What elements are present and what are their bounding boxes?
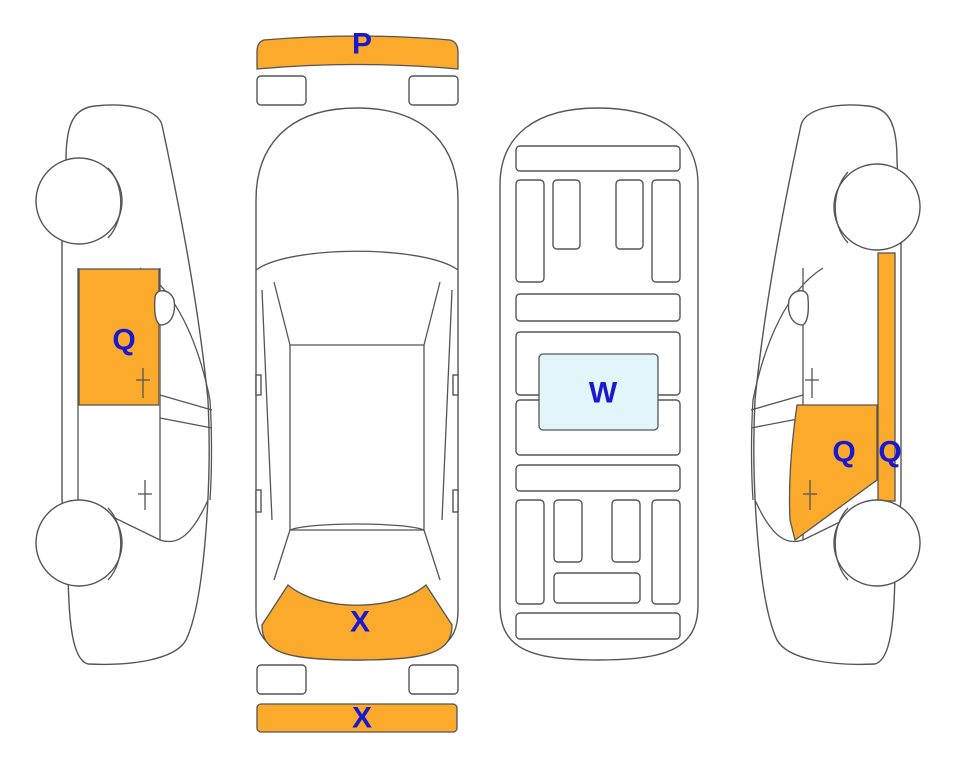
left-a-line: [261, 289, 273, 521]
top-view-body: [255, 107, 459, 661]
underbody-front-right-block: [615, 179, 644, 250]
roof-outline: [289, 345, 425, 531]
right-a-line: [441, 289, 453, 521]
underbody-cross-2: [515, 464, 681, 492]
left-rear-wheel-arch: [107, 167, 122, 239]
underbody-rear-left-rail: [515, 499, 545, 605]
left-rear-door-damage: [79, 269, 159, 405]
left-front-wheel: [35, 499, 123, 587]
left-front-wheel-arch: [107, 507, 122, 581]
underbody-view: W: [499, 107, 699, 661]
right-front-wheel-arch: [834, 171, 849, 244]
underbody-front-left-rail: [515, 179, 545, 283]
left-rear-wheel: [35, 157, 123, 245]
right-mirror-top: [452, 374, 459, 396]
underbody-rear-right-block: [611, 499, 641, 563]
left-rear-door-handle: [136, 368, 150, 398]
front-left-light: [256, 75, 307, 106]
rear-deck-damage: [261, 584, 453, 661]
right-side-beltline: [750, 394, 804, 411]
left-side-mirror: [153, 290, 176, 326]
rear-bumper-damage: [256, 703, 458, 733]
windshield: [273, 281, 441, 346]
underbody-rear-right-rail: [651, 499, 681, 605]
right-side-mirror: [787, 290, 810, 326]
right-side-view: Q Q: [750, 104, 921, 666]
underbody-rear-left-block: [553, 499, 583, 563]
rear-left-light: [256, 664, 307, 695]
left-mirror-top: [255, 374, 262, 396]
underbody-front-right-rail: [651, 179, 681, 283]
left-side-door-line: [77, 268, 209, 543]
roof-panel-zone: [538, 353, 659, 431]
left-side-view: Q: [35, 104, 213, 666]
right-rear-wheel: [833, 499, 921, 587]
left-rear-door-outline: [78, 268, 160, 406]
underbody-front-bar: [515, 145, 681, 172]
rear-deck-label: X: [350, 606, 370, 639]
right-handle-top: [452, 489, 459, 513]
right-pillar-label: Q: [878, 436, 901, 469]
left-side-beltline-2: [159, 417, 213, 429]
front-bumper-label: P: [352, 28, 372, 61]
rear-bumper-label: X: [352, 702, 372, 735]
rear-right-light: [408, 664, 459, 695]
hood-line: [255, 250, 459, 271]
front-right-light: [408, 75, 459, 106]
left-rear-door-label: Q: [112, 324, 135, 357]
right-side-beltline-2: [750, 417, 804, 429]
right-front-door-damage: [788, 404, 878, 542]
left-side-beltline: [159, 394, 213, 411]
left-front-door-handle: [138, 480, 152, 510]
right-rear-wheel-arch: [834, 507, 849, 581]
underbody-rear-bar: [515, 612, 681, 640]
right-front-door-handle: [803, 480, 817, 510]
rear-window: [289, 523, 441, 581]
right-front-wheel: [833, 163, 921, 251]
right-side-door-line: [754, 268, 886, 543]
front-bumper-damage: [256, 35, 459, 70]
underbody-rear-block: [553, 572, 641, 604]
underbody-front-left-block: [552, 179, 581, 250]
roof-panel-label: W: [589, 377, 618, 410]
right-rear-door-handle: [805, 368, 819, 398]
left-handle-top: [255, 489, 262, 513]
top-view: P X X: [255, 28, 459, 735]
right-front-door-label: Q: [832, 436, 855, 469]
rear-window-left: [273, 529, 291, 581]
underbody-cross-1: [515, 293, 681, 322]
